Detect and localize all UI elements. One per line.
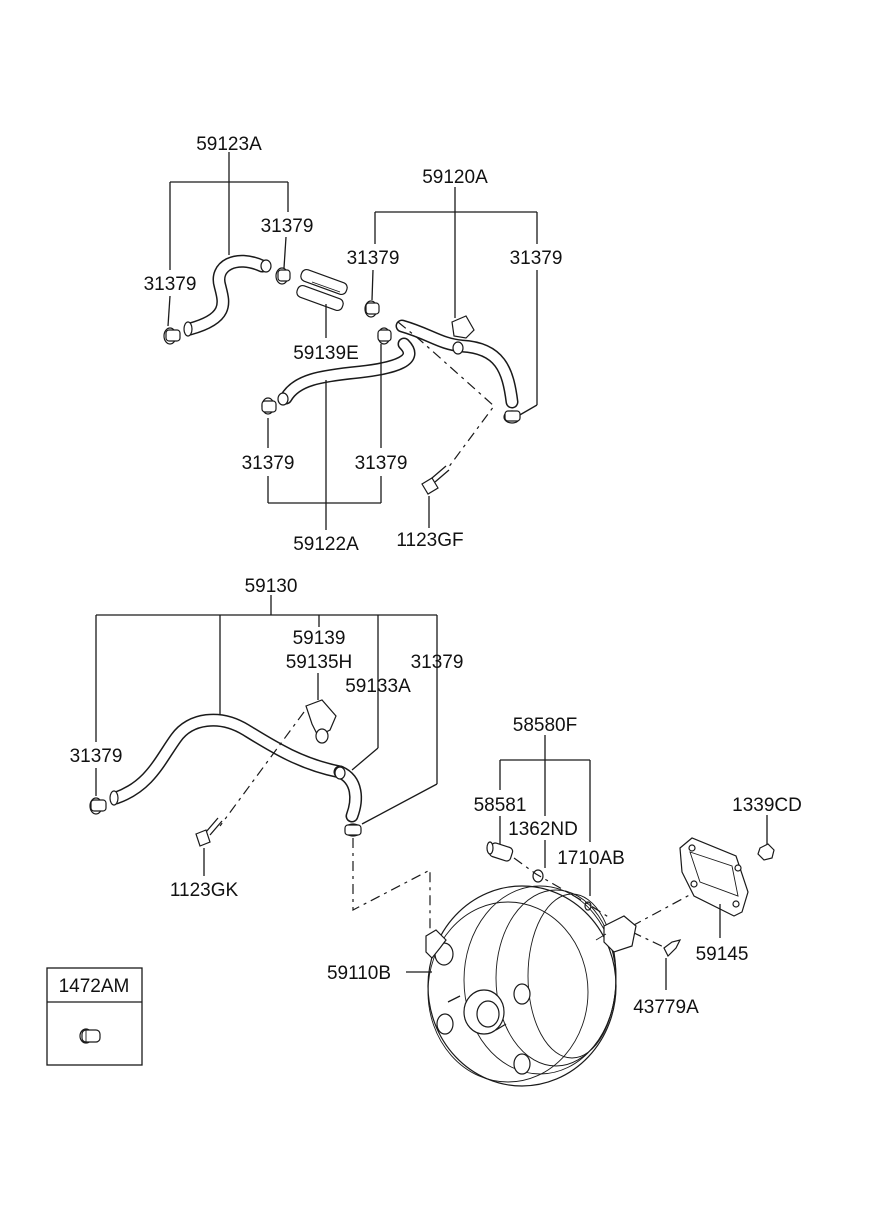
hose-59120A — [395, 315, 519, 409]
label-1123GF: 1123GF — [396, 530, 463, 551]
legend-code: 1472AM — [59, 976, 130, 997]
bolt-1123GK — [195, 817, 223, 876]
label-43779A: 43779A — [633, 997, 699, 1018]
assembly-guide-line — [397, 321, 495, 469]
label-59122A: 59122A — [293, 534, 359, 555]
label-59139E: 59139E — [293, 343, 359, 364]
assembly-guide-line — [631, 931, 671, 951]
callout-58580F-group — [499, 735, 591, 896]
label-59123A: 59123A — [196, 134, 262, 155]
callout-59122A-group — [267, 344, 382, 530]
legend-box — [46, 967, 143, 1066]
hose-clamp-icon — [275, 267, 291, 285]
label-31379: 31379 — [510, 248, 563, 269]
hose-clamp-icon — [89, 797, 107, 815]
label-58580F: 58580F — [513, 715, 577, 736]
label-31379: 31379 — [411, 652, 464, 673]
o-ring-1362ND — [532, 869, 544, 883]
label-59135H: 59135H — [286, 652, 353, 673]
callout-59130-group — [95, 595, 438, 825]
label-59120A: 59120A — [422, 167, 488, 188]
callout-59123A-group — [167, 152, 289, 327]
hose-59130 — [109, 713, 363, 823]
label-1339CD: 1339CD — [732, 795, 802, 816]
gasket-59145 — [679, 837, 749, 938]
hose-59123A — [183, 254, 272, 337]
label-1123GK: 1123GK — [170, 880, 239, 901]
grommet-58581 — [486, 841, 514, 862]
label-31379: 31379 — [355, 453, 408, 474]
label-59110B: 59110B — [327, 963, 391, 984]
label-59145: 59145 — [696, 944, 749, 965]
hose-clamp-icon — [163, 327, 181, 345]
label-58581: 58581 — [474, 795, 527, 816]
hose-clamp-icon — [261, 397, 277, 415]
bracket-59135H — [305, 673, 337, 744]
label-31379: 31379 — [144, 274, 197, 295]
label-31379: 31379 — [242, 453, 295, 474]
hose-clamp-icon — [377, 327, 392, 345]
nut-1339CD — [757, 815, 775, 861]
clip-43779A — [663, 939, 682, 990]
label-31379: 31379 — [347, 248, 400, 269]
hose-clamp-icon — [364, 300, 380, 318]
hose-59122A — [277, 337, 416, 406]
connector-59139E — [296, 268, 348, 338]
hose-clamp-icon — [344, 823, 362, 837]
label-59130: 59130 — [245, 576, 298, 597]
label-31379: 31379 — [70, 746, 123, 767]
hose-clamp-icon — [503, 410, 521, 424]
assembly-guide-line — [219, 711, 305, 827]
label-1362ND: 1362ND — [508, 819, 578, 840]
label-59139: 59139 — [293, 628, 346, 649]
label-1710AB: 1710AB — [557, 848, 625, 869]
bolt-1123GF — [421, 465, 450, 528]
assembly-guide-line — [352, 838, 431, 930]
brake-booster-59110B — [406, 885, 637, 1087]
callout-59120A-group — [371, 187, 538, 417]
label-31379: 31379 — [261, 216, 314, 237]
hose-clamp-icon — [79, 1028, 101, 1044]
label-59133A: 59133A — [345, 676, 411, 697]
